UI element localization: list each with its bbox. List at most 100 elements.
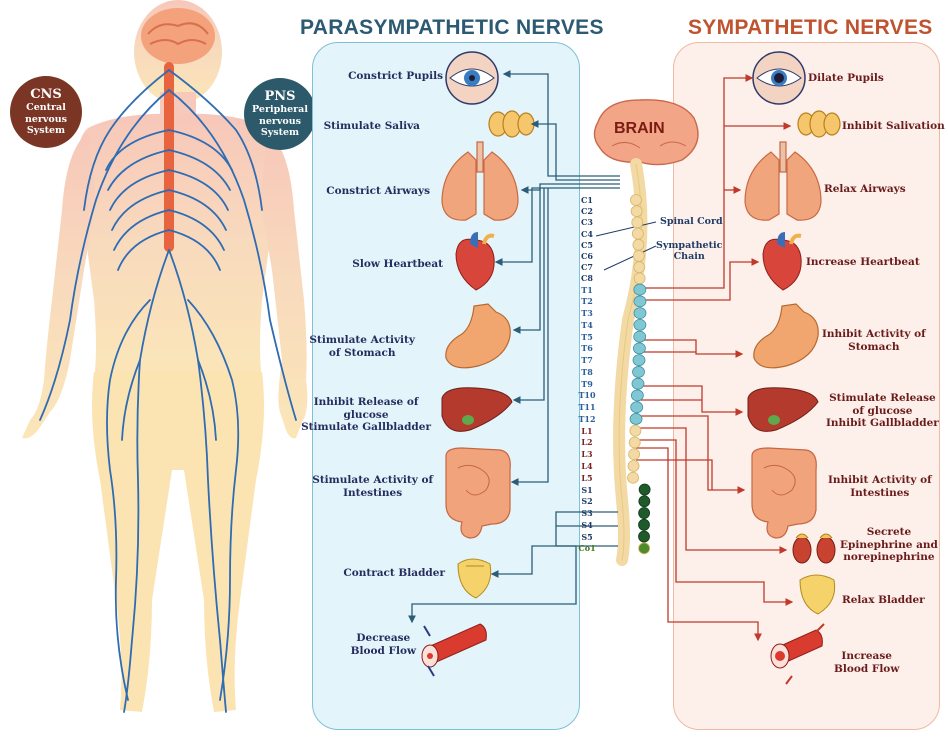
- vertebra-label: Co1: [578, 543, 596, 554]
- bladder-icon: [457, 558, 492, 599]
- vertebra-label: C1: [581, 195, 593, 205]
- body-illustration: [22, 0, 308, 713]
- vertebra-label: C5: [581, 239, 593, 250]
- para-label-pupils: Constrict Pupils: [348, 70, 443, 82]
- cns-title: CNS: [30, 87, 62, 103]
- bladder-icon: [799, 574, 836, 615]
- adrenal-gland-icon: [792, 533, 836, 564]
- sympathetic-chain-ganglion: [629, 424, 642, 437]
- sympathetic-chain-ganglion: [633, 261, 646, 274]
- vertebra-label: T2: [581, 296, 593, 307]
- sympathetic-chain-ganglion: [638, 542, 651, 555]
- symp-label-bladder: Relax Bladder: [842, 594, 925, 606]
- sympathetic-chain-ganglion: [632, 238, 645, 251]
- sympathetic-chain-ganglion: [632, 366, 645, 378]
- vertebra-label: T7: [581, 355, 593, 366]
- salivary-gland-icon: [488, 110, 535, 138]
- cns-badge: CNS Central nervous System: [10, 76, 82, 148]
- sympathetic-chain-ganglion: [633, 283, 647, 296]
- vertebra-label: T9: [581, 378, 593, 389]
- para-label-airways: Constrict Airways: [326, 185, 430, 197]
- vertebra-label: T12: [578, 413, 596, 424]
- stomach-icon: [753, 303, 819, 369]
- spinal-cord-label: Spinal Cord: [660, 216, 723, 227]
- vertebra-label: T1: [581, 284, 593, 295]
- parasympathetic-panel: [312, 42, 580, 730]
- vertebra-label: C7: [581, 262, 593, 273]
- sympathetic-chain-ganglion: [638, 530, 650, 543]
- vertebra-label: L1: [581, 425, 593, 436]
- vertebra-label: T10: [578, 390, 596, 401]
- sympathetic-chain-ganglion: [630, 205, 643, 218]
- sympathetic-chain-ganglion: [630, 194, 642, 206]
- vertebra-label: T4: [581, 319, 593, 330]
- vertebra-label: T8: [581, 366, 593, 377]
- sympathetic-panel: [673, 42, 940, 730]
- vertebra-label: T3: [581, 308, 593, 319]
- sympathetic-title: SYMPATHETIC NERVES: [688, 16, 933, 39]
- sympathetic-chain-ganglion: [633, 318, 647, 331]
- para-label-bladder: Contract Bladder: [343, 567, 445, 579]
- parasympathetic-title: PARASYMPATHETIC NERVES: [300, 16, 604, 39]
- intestines-icon: [751, 447, 817, 539]
- vertebra-label: S4: [581, 519, 593, 530]
- vertebra-label: S2: [581, 496, 593, 507]
- vertebra-label: C4: [581, 228, 593, 239]
- sympathetic-chain-ganglion: [638, 518, 650, 531]
- sympathetic-chain-ganglion: [638, 495, 651, 508]
- eye-icon: [752, 51, 806, 105]
- vertebra-label: L4: [581, 461, 593, 471]
- sympathetic-chain-ganglion: [627, 460, 640, 472]
- sympathetic-chain-ganglion: [628, 436, 641, 449]
- pns-title: PNS: [264, 89, 296, 105]
- sympathetic-chain-ganglion: [633, 295, 647, 308]
- heart-icon: [762, 232, 802, 291]
- para-label-heart: Slow Heartbeat: [352, 258, 443, 270]
- vertebra-label: C3: [581, 217, 593, 228]
- pns-line: System: [260, 127, 300, 139]
- sympathetic-chain-ganglion: [629, 413, 643, 425]
- blood-vessel-icon: [770, 623, 825, 685]
- sympathetic-chain-ganglion: [638, 483, 651, 496]
- vertebra-label: L3: [581, 449, 593, 460]
- lungs-icon: [441, 141, 519, 221]
- pns-badge: PNS Peripheral nervous System: [244, 78, 316, 150]
- vertebra-label: L2: [581, 437, 593, 448]
- vertebra-label: S1: [581, 484, 593, 495]
- pns-line: Peripheral: [252, 104, 308, 116]
- symp-label-pupils: Dilate Pupils: [808, 72, 884, 84]
- sympathetic-chain-ganglion: [633, 330, 647, 343]
- liver-icon: [747, 387, 819, 432]
- vertebra-label: S3: [581, 508, 593, 519]
- sympathetic-chain-ganglion: [638, 507, 651, 519]
- pns-line: nervous: [258, 115, 302, 127]
- sympathetic-chain-ganglion: [633, 342, 646, 355]
- sympathetic-chain-ganglion: [631, 377, 645, 390]
- sympathetic-chain-ganglion: [627, 471, 639, 484]
- eye-icon: [445, 51, 499, 105]
- heart-icon: [455, 232, 495, 291]
- sympathetic-chain-ganglion: [632, 250, 645, 262]
- symp-label-saliva: Inhibit Salivation: [842, 120, 945, 132]
- vertebra-label: C2: [581, 206, 593, 217]
- sympathetic-chain-ganglion: [628, 448, 641, 461]
- symp-label-airways: Relax Airways: [824, 183, 906, 195]
- intestines-icon: [445, 447, 511, 539]
- brain-icon: [593, 99, 699, 166]
- cns-line: nervous: [24, 113, 68, 125]
- liver-icon: [441, 387, 513, 432]
- sympathetic-chain-ganglion: [630, 401, 644, 414]
- sympathetic-chain-ganglion: [633, 272, 646, 285]
- sympathetic-chain-ganglion: [631, 216, 644, 229]
- salivary-gland-icon: [797, 110, 841, 138]
- stomach-icon: [445, 303, 511, 369]
